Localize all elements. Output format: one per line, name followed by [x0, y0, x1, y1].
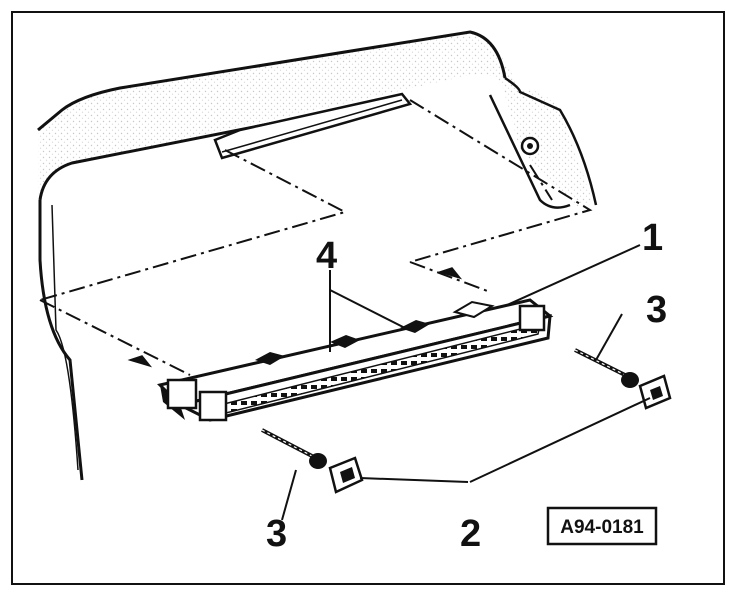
leader-lines: [281, 244, 651, 521]
assembly-lines: [39, 99, 593, 376]
screw-right-icon: [574, 348, 639, 388]
callout-1: 1: [642, 217, 663, 259]
brake-light-assembly: [157, 298, 554, 422]
vehicle-body: [37, 30, 598, 481]
callout-4: 4: [316, 235, 337, 277]
reference-code: A94-0181: [560, 517, 644, 538]
alignment-arrows: [127, 267, 463, 368]
callout-3-right: 3: [646, 289, 667, 331]
screw-left-icon: [261, 428, 327, 469]
callout-2: 2: [460, 513, 481, 555]
clip-nut-left-icon: [328, 456, 364, 494]
callout-3-left: 3: [266, 513, 287, 555]
reference-code-box: [546, 506, 658, 546]
